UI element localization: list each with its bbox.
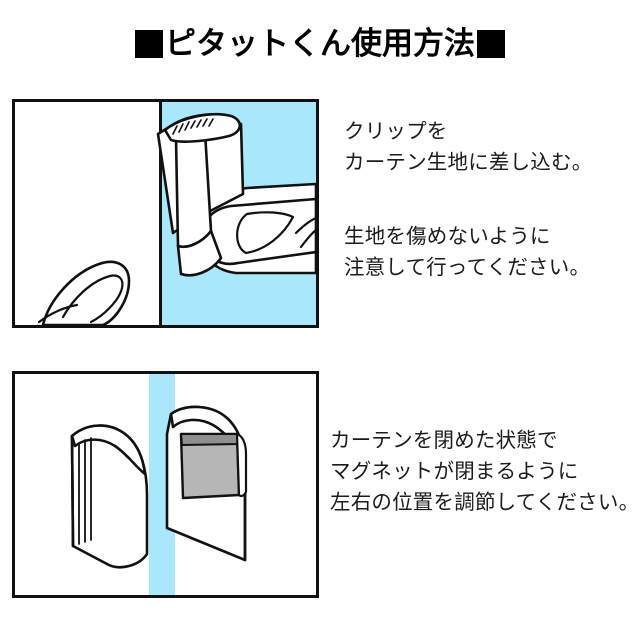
hand-holding-clip: [198, 182, 316, 275]
title-square-right-icon: [477, 30, 505, 58]
step-2-caption: カーテンを閉めた状態で マグネットが閉まるように 左右の位置を調節してください。: [330, 428, 640, 514]
fabric-edge-divider: [159, 102, 162, 325]
magnet-top-edge: [180, 433, 240, 446]
step-1-illustration-panel: [12, 99, 319, 328]
magnet-alignment-illustration: [70, 374, 248, 595]
step-1-caption-primary: クリップを カーテン生地に差し込む。: [344, 119, 593, 174]
clip-ridge-hatching: [172, 118, 214, 135]
step-2-illustration-panel: [12, 371, 319, 598]
page-title: ピタットくん使用方法: [0, 22, 640, 66]
clip-insertion-illustration: [37, 102, 316, 325]
curtain-clip: [156, 112, 245, 277]
page-title-text: ピタットくん使用方法: [165, 25, 475, 62]
magnet-clip-side-flap: [235, 432, 248, 498]
thumb-lower-left: [37, 260, 131, 325]
magnet-clip: [179, 432, 248, 500]
title-square-left-icon: [135, 30, 163, 58]
left-curtain-panel: [70, 424, 149, 569]
step-1-caption-warning: 生地を傷めないように 注意して行ってください。: [344, 224, 591, 279]
